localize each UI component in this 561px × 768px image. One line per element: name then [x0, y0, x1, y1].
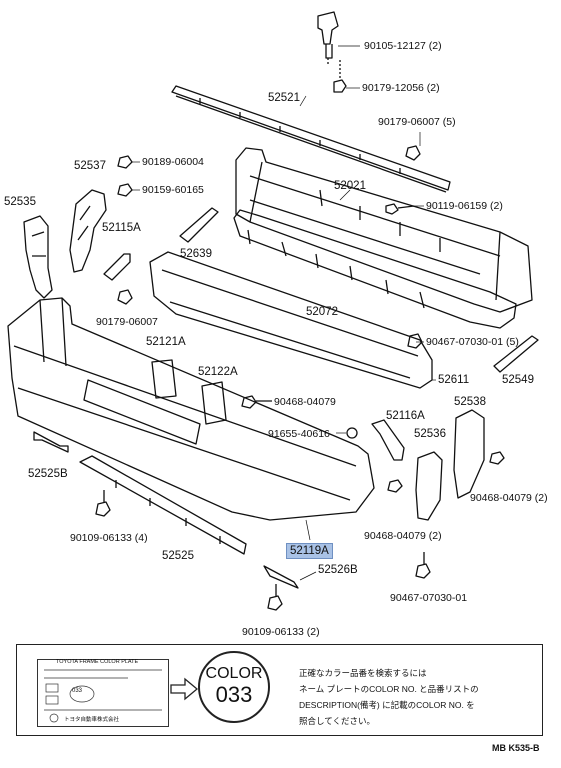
bolt-90468-04079-right — [489, 451, 505, 465]
part-label: 52521 — [268, 92, 300, 104]
part-label: 90468-04079 (2) — [364, 530, 442, 542]
nut-90179-12056 — [333, 79, 347, 93]
part-label: 90109-06133 (2) — [242, 626, 320, 638]
absorber-52072 — [233, 209, 517, 329]
clip-90467-07030-01-set — [407, 333, 423, 349]
bracket-52116A — [371, 419, 405, 461]
part-label: 90179-06007 (5) — [378, 116, 456, 128]
part-label: 52122A — [198, 366, 238, 378]
reinforcement-52525 — [79, 455, 247, 555]
bumper-52119A — [7, 297, 375, 521]
part-label: 52537 — [74, 160, 106, 172]
part-label: 52611 — [438, 374, 470, 386]
color-note-box: TOYOTA FRAME COLOR PLATE 033 トヨタ自動車株式会社 … — [16, 644, 543, 736]
bracket-52538 — [453, 409, 485, 499]
diagram-code: MB K535-B — [492, 743, 540, 753]
color-plate-illustration: TOYOTA FRAME COLOR PLATE 033 トヨタ自動車株式会社 — [37, 659, 169, 727]
part-label: 52526B — [318, 564, 358, 576]
note-line: ネーム プレートのCOLOR NO. と品番リストの — [299, 684, 479, 694]
bolt-90468-04079 — [241, 395, 272, 409]
part-label: 52121A — [146, 336, 186, 348]
retainer-52021 — [235, 147, 533, 313]
bracket-52639 — [179, 207, 219, 243]
bracket-52537 — [69, 189, 107, 273]
part-label: 52115A — [102, 222, 141, 234]
highlighted-part-label[interactable]: 52119A — [286, 543, 333, 559]
molding-52549 — [493, 335, 539, 373]
part-label: 52538 — [454, 396, 486, 408]
bolt-90119-06159 — [385, 203, 415, 215]
plate-color-code: 033 — [72, 688, 83, 694]
plate-maker: トヨタ自動車株式会社 — [64, 717, 120, 723]
note-line: 照合してください。 — [299, 716, 375, 726]
part-label: 90467-07030-01 — [390, 592, 468, 604]
part-label: 90179-06007 — [96, 316, 158, 328]
plate-head: TOYOTA FRAME COLOR PLATE — [56, 659, 139, 665]
plate-lines — [44, 669, 162, 723]
clip-90179-06007-single — [117, 289, 133, 305]
part-label: 52072 — [306, 306, 338, 318]
bracket-52536 — [415, 451, 443, 521]
nut-90189-06004 — [117, 155, 133, 169]
part-label: 52021 — [334, 180, 366, 192]
bracket-52122A — [201, 381, 227, 425]
part-label: 52535 — [4, 196, 36, 208]
bracket-52525B — [33, 431, 69, 453]
part-label: 90189-06004 — [142, 156, 204, 168]
part-label: 52639 — [180, 248, 212, 260]
clip-90179-06007 — [405, 145, 421, 161]
part-label: 90119-06159 (2) — [426, 200, 503, 212]
bolt-90109-06133-2 — [267, 584, 283, 611]
bracket-52121A — [151, 359, 177, 399]
part-label: 90468-04079 (2) — [470, 492, 548, 504]
reinforcement-52521 — [171, 85, 451, 193]
part-label: 52525 — [162, 550, 194, 562]
note-line: 正確なカラー品番を検索するには — [299, 668, 427, 678]
cover-52611 — [149, 251, 433, 389]
arrow-icon — [170, 677, 199, 701]
part-label: 52536 — [414, 428, 446, 440]
part-label: 90179-12056 (2) — [362, 82, 440, 94]
bracket-52535 — [23, 215, 53, 299]
bracket-bolt-90105 — [317, 11, 339, 66]
color-badge: COLOR 033 — [198, 651, 270, 723]
color-word: COLOR — [205, 665, 263, 682]
part-label: 52525B — [28, 468, 68, 480]
bolt-90468-04079-left — [387, 479, 403, 493]
color-code: 033 — [215, 682, 253, 707]
bolt-90159-60165 — [117, 183, 133, 197]
clip-91655-40616 — [346, 427, 358, 439]
part-label: 90109-06133 (4) — [70, 532, 148, 544]
part-label: 90468-04079 — [274, 396, 336, 408]
exploded-parts-diagram — [7, 11, 539, 611]
part-label: 52116A — [386, 410, 425, 422]
part-label: 90105-12127 (2) — [364, 40, 442, 52]
bolt-90109-06133-4 — [95, 490, 111, 517]
bracket-52115A — [103, 253, 131, 281]
bracket-52526B — [263, 565, 299, 589]
part-label: 52549 — [502, 374, 534, 386]
part-label: 90159-60165 — [142, 184, 204, 196]
clip-90467-07030-01 — [415, 552, 431, 579]
part-label: 91655-40616 — [268, 428, 330, 440]
note-line: DESCRIPTION(備考) に記載のCOLOR NO. を — [299, 700, 475, 710]
part-label: 90467-07030-01 (5) — [426, 336, 519, 348]
